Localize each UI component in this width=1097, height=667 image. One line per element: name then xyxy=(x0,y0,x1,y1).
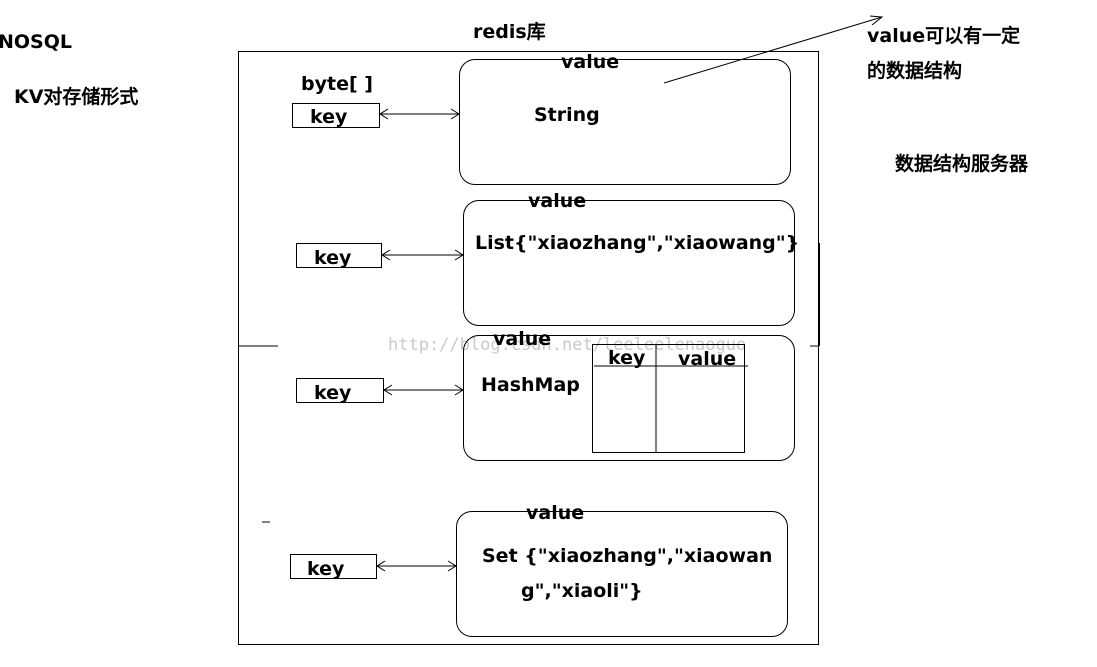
value-box-list xyxy=(463,200,795,326)
key-box: key xyxy=(290,554,377,579)
arrowhead-left xyxy=(383,384,393,396)
data-structure-server-label: 数据结构服务器 xyxy=(895,153,1029,175)
arrowhead-right xyxy=(454,249,464,261)
key-label: key xyxy=(310,106,348,128)
value-note-line1: value可以有一定 xyxy=(867,25,1021,47)
value-box-hashmap xyxy=(463,335,795,461)
redis-container xyxy=(238,51,819,645)
value-label: value xyxy=(528,190,587,212)
byte-array-label: byte[ ] xyxy=(301,73,373,95)
value-note-line2: 的数据结构 xyxy=(867,60,963,82)
arrowhead-right xyxy=(447,560,457,572)
value-label: value xyxy=(493,328,552,350)
hashmap-col-value: value xyxy=(678,348,737,370)
value-content-set-line1: Set {"xiaozhang","xiaowan xyxy=(482,545,773,567)
value-content-hashmap: HashMap xyxy=(481,374,580,396)
arrowhead-left xyxy=(379,108,389,120)
value-label: value xyxy=(561,51,620,73)
value-content-set-line2: g","xiaoli"} xyxy=(521,580,643,602)
value-label: value xyxy=(526,502,585,524)
arrowhead-right xyxy=(450,108,460,120)
note-pointer-arrowhead xyxy=(869,15,884,26)
key-label: key xyxy=(314,247,352,269)
note-pointer-line xyxy=(663,16,883,84)
arrowhead-left xyxy=(381,249,391,261)
key-box: key xyxy=(296,378,384,403)
arrowhead-right xyxy=(454,384,464,396)
value-box-set xyxy=(456,511,788,637)
kv-storage-label: KV对存储形式 xyxy=(14,86,139,108)
hashmap-col-key: key xyxy=(608,347,646,369)
key-label: key xyxy=(307,558,345,580)
value-content-string: String xyxy=(534,104,600,126)
redis-db-title: redis库 xyxy=(473,21,546,43)
value-content-list: List{"xiaozhang","xiaowang"} xyxy=(475,232,800,254)
hashmap-table xyxy=(592,344,745,453)
arrowhead-left xyxy=(376,560,386,572)
key-box: key xyxy=(296,243,382,268)
key-box: key xyxy=(292,103,380,128)
key-label: key xyxy=(314,382,352,404)
nosql-label: NOSQL xyxy=(0,31,72,53)
value-box-string xyxy=(459,59,791,185)
